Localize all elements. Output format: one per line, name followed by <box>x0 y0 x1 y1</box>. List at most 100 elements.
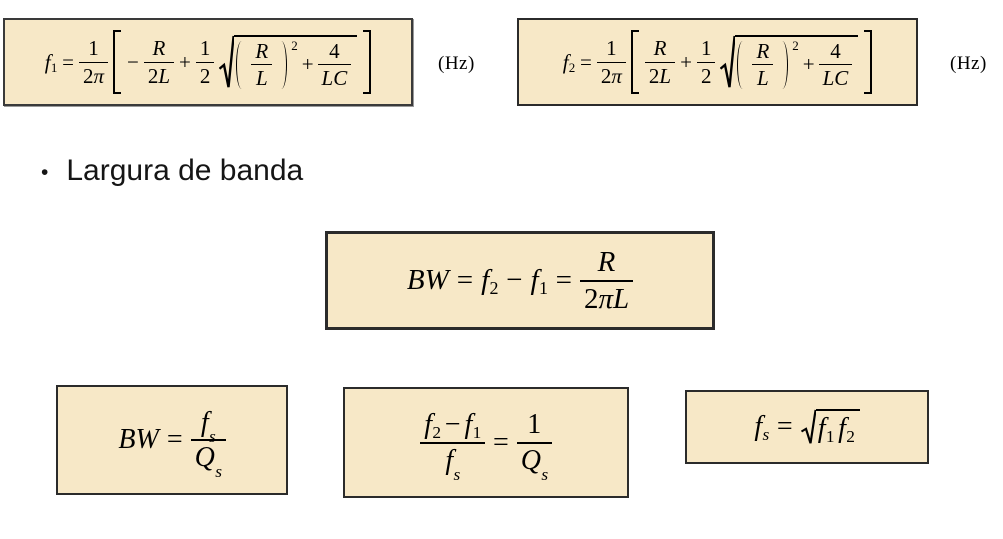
fraction: 4 LC <box>818 40 853 90</box>
math-token: 2 <box>82 63 94 88</box>
math-token: − <box>127 49 139 74</box>
fraction: R L <box>752 40 774 89</box>
fraction: 1 2 <box>195 37 215 88</box>
math-token: f <box>445 444 454 476</box>
math-token: 4 <box>317 40 352 65</box>
math-token: = <box>62 49 74 74</box>
math-token: L <box>255 66 268 90</box>
math-token: 2 <box>600 63 612 88</box>
math-token: f <box>817 413 826 444</box>
math-token: 1 <box>696 37 716 63</box>
math-token: = <box>456 264 474 296</box>
radicand: R L 2 + 4 LC <box>735 34 859 90</box>
math-token: + <box>179 49 191 74</box>
math-token: R <box>644 37 676 63</box>
math-token: − <box>444 409 461 441</box>
math-token: = <box>580 49 592 74</box>
right-bracket <box>864 30 873 94</box>
math-token: LC <box>822 66 849 90</box>
bullet-marker: • <box>41 161 49 184</box>
math-token: + <box>680 49 692 74</box>
math-token: + <box>301 52 314 76</box>
left-bracket <box>630 30 639 94</box>
radical-sign <box>800 409 816 444</box>
math-token: R <box>752 40 774 65</box>
fraction: R 2L <box>143 37 175 87</box>
math-token: f <box>754 411 763 442</box>
fraction: R 2πL <box>579 247 634 315</box>
unit-label-hz-left: (Hz) <box>438 53 475 74</box>
square-root: R L 2 + 4 LC <box>219 34 358 90</box>
math-token: R <box>251 40 273 65</box>
math-token: L <box>158 63 171 88</box>
math-token: f <box>200 406 209 438</box>
fraction: f s Qs <box>190 406 226 481</box>
math-token: LC <box>321 66 348 90</box>
math-token: L <box>659 63 672 88</box>
math-token: 1 <box>516 410 552 444</box>
math-token: − <box>506 264 523 296</box>
fraction: 1 Qs <box>516 410 552 483</box>
math-token: = <box>492 426 509 458</box>
formula-bw-q: BW = fs Qs <box>118 406 226 481</box>
math-token: π <box>611 63 622 88</box>
fraction: 1 2π <box>78 37 108 88</box>
math-token: 2 <box>199 63 211 88</box>
radicand: R L 2 + 4 LC <box>234 34 358 90</box>
math-superscript: 2 <box>792 37 799 53</box>
fraction: 4 LC <box>317 40 352 90</box>
math-group: Qs <box>191 441 226 481</box>
math-subscript: s <box>541 464 549 484</box>
fraction: 1 2 <box>696 37 716 88</box>
right-paren <box>276 40 288 89</box>
math-token: 2 <box>700 63 712 88</box>
math-token: 2L <box>645 63 675 87</box>
math-subscript: s <box>453 464 461 484</box>
math-token: = <box>555 264 572 296</box>
math-token: π <box>93 63 104 88</box>
math-token: 2 <box>648 63 660 88</box>
math-token: Q <box>520 444 541 476</box>
math-token: + <box>802 52 815 76</box>
math-token: = <box>776 411 793 442</box>
fraction: R L <box>251 40 273 90</box>
left-paren <box>737 40 748 89</box>
math-token: f <box>424 409 433 441</box>
left-bracket <box>113 30 121 94</box>
math-token: 2 <box>147 63 159 88</box>
left-paren <box>236 40 247 89</box>
math-token: = <box>166 424 183 455</box>
bullet-item-largura-de-banda: • Largura de banda <box>41 151 303 190</box>
right-paren <box>777 40 789 89</box>
math-group: fs <box>420 444 485 483</box>
fraction: 1 2π <box>596 37 626 88</box>
math-subscript: s <box>215 462 222 482</box>
math-token: 2L <box>144 63 174 87</box>
math-token: f <box>44 49 51 74</box>
radical-sign <box>720 35 736 88</box>
math-token: πL <box>598 282 630 315</box>
math-token: f <box>530 264 539 296</box>
square-root: R L 2 + 4 LC <box>720 34 859 90</box>
math-token: f <box>464 409 473 441</box>
bullet-text: Largura de banda <box>66 154 304 187</box>
math-token: f <box>562 49 569 74</box>
